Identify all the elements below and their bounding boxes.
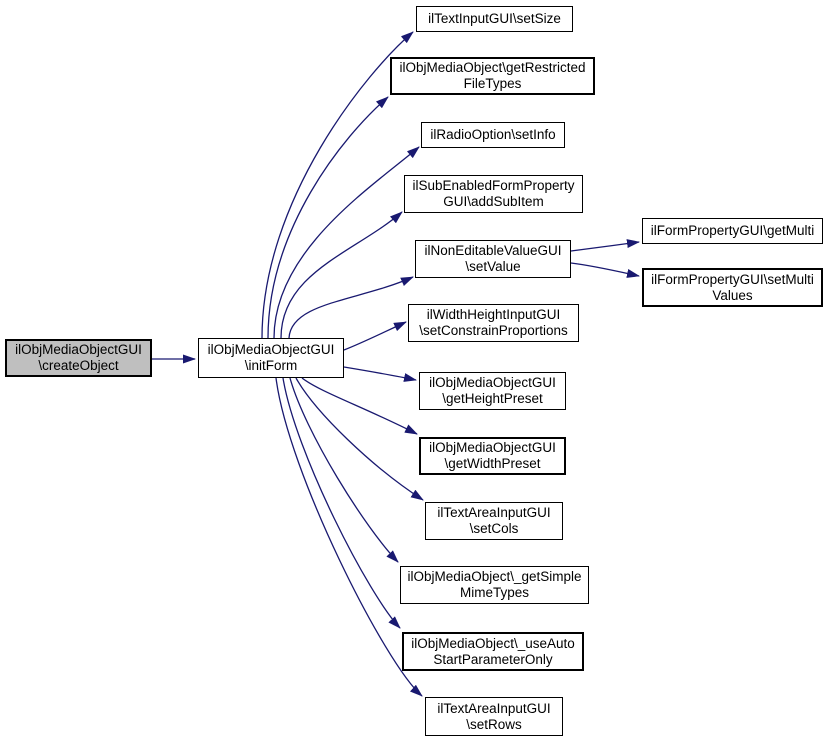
node-setsize[interactable]: ilTextInputGUI\setSize bbox=[416, 6, 573, 32]
node-label-line: ilObjMediaObject\_useAuto bbox=[411, 635, 575, 651]
node-setconstrainproportions[interactable]: ilWidthHeightInputGUI \setConstrainPropo… bbox=[408, 304, 579, 342]
edge-initForm-getWidthPreset bbox=[301, 377, 418, 435]
node-label-line: ilSubEnabledFormProperty bbox=[412, 178, 575, 193]
node-label-line: ilTextAreaInputGUI bbox=[437, 505, 551, 520]
edge-initForm-setRows bbox=[275, 377, 423, 697]
edge-initForm-getHeightPreset bbox=[343, 366, 417, 382]
edge-initForm-setSize bbox=[261, 31, 414, 339]
node-label-line: \setValue bbox=[465, 259, 521, 274]
node-label-line: ilObjMediaObjectGUI bbox=[429, 440, 556, 455]
node-label-line: StartParameterOnly bbox=[433, 651, 553, 667]
node-label-line: ilWidthHeightInputGUI bbox=[426, 307, 561, 322]
node-label-line: \createObject bbox=[38, 358, 119, 373]
node-label-line: \setCols bbox=[469, 521, 519, 536]
node-createobject: ilObjMediaObjectGUI \createObject bbox=[5, 339, 152, 377]
edge-initForm-getRestrictedFileTypes bbox=[267, 96, 389, 339]
node-label-line: GUI\addSubItem bbox=[443, 194, 544, 209]
edge-initForm-getSimpleMimeTypes bbox=[289, 377, 399, 563]
node-getheightpreset[interactable]: ilObjMediaObjectGUI \getHeightPreset bbox=[419, 372, 566, 410]
node-label-line: ilTextAreaInputGUI bbox=[437, 700, 551, 716]
node-label-line: ilNonEditableValueGUI bbox=[424, 243, 562, 258]
edge-initForm-useAutoStartParameterOnly bbox=[282, 377, 401, 629]
node-label-line: \getWidthPreset bbox=[444, 456, 541, 471]
node-label-line: ilObjMediaObject\_getSimple bbox=[407, 569, 582, 584]
node-initform[interactable]: ilObjMediaObjectGUI \initForm bbox=[198, 338, 344, 378]
node-getmulti[interactable]: ilFormPropertyGUI\getMulti bbox=[642, 218, 823, 244]
node-label-line: ilRadioOption\setInfo bbox=[430, 127, 556, 142]
node-label-line: FileTypes bbox=[463, 76, 522, 91]
node-label-line: \setRows bbox=[466, 716, 522, 732]
node-label-line: ilObjMediaObjectGUI bbox=[207, 342, 335, 357]
node-label-line: ilObjMediaObjectGUI bbox=[429, 375, 556, 390]
node-setvalue[interactable]: ilNonEditableValueGUI \setValue bbox=[415, 240, 571, 278]
edge-setValue-setMultiValues bbox=[570, 262, 640, 278]
node-setcols[interactable]: ilTextAreaInputGUI \setCols bbox=[425, 502, 563, 540]
node-useautostartparameteronly[interactable]: ilObjMediaObject\_useAuto StartParameter… bbox=[402, 632, 584, 671]
edge-setValue-getMulti bbox=[570, 239, 640, 252]
node-getrestrictedfiletypes[interactable]: ilObjMediaObject\getRestricted FileTypes bbox=[390, 57, 595, 95]
node-setmultivalues[interactable]: ilFormPropertyGUI\setMulti Values bbox=[642, 268, 823, 307]
node-label-line: \getHeightPreset bbox=[442, 391, 543, 406]
edge-initForm-addSubItem bbox=[280, 211, 403, 339]
node-getsimplemimetypes[interactable]: ilObjMediaObject\_getSimple MimeTypes bbox=[400, 566, 589, 604]
node-label-line: ilFormPropertyGUI\getMulti bbox=[650, 223, 815, 238]
node-label-line: MimeTypes bbox=[459, 585, 530, 600]
edge-initForm-setCols bbox=[295, 377, 424, 501]
node-label-line: ilTextInputGUI\setSize bbox=[428, 11, 561, 26]
node-label-line: \setConstrainProportions bbox=[419, 323, 568, 338]
node-label-line: ilFormPropertyGUI\setMulti bbox=[651, 271, 814, 287]
edge-initForm-setValue bbox=[288, 276, 414, 339]
edge-initForm-setInfo bbox=[273, 146, 420, 339]
node-setrows[interactable]: ilTextAreaInputGUI \setRows bbox=[425, 697, 563, 736]
node-label-line: ilObjMediaObject\getRestricted bbox=[399, 60, 586, 75]
node-getwidthpreset[interactable]: ilObjMediaObjectGUI \getWidthPreset bbox=[419, 437, 566, 475]
node-addsubitem[interactable]: ilSubEnabledFormProperty GUI\addSubItem bbox=[404, 175, 583, 213]
node-label-line: \initForm bbox=[244, 358, 298, 373]
node-setinfo[interactable]: ilRadioOption\setInfo bbox=[421, 122, 565, 148]
node-label-line: ilObjMediaObjectGUI bbox=[15, 342, 142, 357]
edge-initForm-setConstrainProportions bbox=[343, 321, 407, 351]
node-label-line: Values bbox=[712, 287, 753, 303]
